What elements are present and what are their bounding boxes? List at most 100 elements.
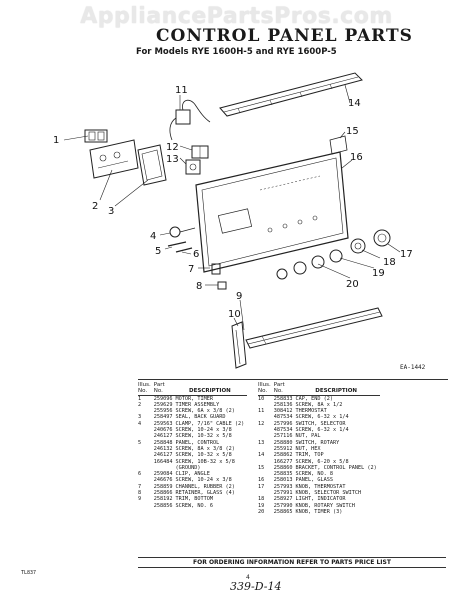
part-number-cell: 259096 — [153, 395, 173, 402]
part-number-cell: 258856 — [153, 502, 173, 509]
glass-retainer-part — [217, 281, 227, 290]
ordering-info-note: FOR ORDERING INFORMATION REFER TO PARTS … — [138, 557, 446, 568]
description-cell: CAP, END (2) — [295, 395, 334, 402]
illus-number-cell: 4 — [138, 420, 142, 427]
callout-13: 13 — [166, 154, 179, 165]
illus-number-cell: 1 — [138, 395, 142, 402]
callout-6: 6 — [193, 249, 199, 260]
illus-number-cell: 11 — [258, 408, 265, 415]
description-cell: SCREW, 8A x 3/8 (2) — [175, 445, 235, 452]
illus-number-cell: 13 — [258, 439, 265, 446]
watermark: AppliancePartsPros.com — [80, 4, 393, 29]
description-cell: SCREW, 10-32 x 5/8 — [175, 452, 232, 459]
table-top-rule — [138, 379, 448, 380]
part-number-cell: 487534 — [273, 427, 293, 434]
page-subtitle: For Models RYE 1600H-5 and RYE 1600P-5 — [136, 47, 337, 57]
part-number-cell: 258859 — [153, 483, 173, 490]
part-number-cell: 259563 — [153, 420, 173, 427]
description-cell: SCREW, 10-24 x 3/8 — [175, 427, 232, 434]
illus-number-cell: 15 — [258, 464, 265, 471]
illus-number-cell: 19 — [258, 502, 265, 509]
bottom-trim-part — [245, 307, 383, 349]
part-number-cell: 258835 — [273, 471, 293, 478]
part-number-cell: 257993 — [273, 483, 293, 490]
description-cell: SWITCH, SELECTOR — [295, 420, 346, 427]
selector-switch-part — [191, 145, 209, 159]
part-number-cell: 258927 — [273, 496, 293, 503]
description-cell: CLAMP, 7/16" CABLE (2) — [175, 420, 245, 427]
part-number-cell: 257116 — [273, 433, 293, 440]
part-number-cell: 487534 — [273, 414, 293, 421]
part-number-cell: 255956 — [153, 408, 173, 415]
callout-9: 9 — [236, 291, 242, 302]
back-guard-seal-part — [137, 144, 167, 186]
part-number-cell: 257996 — [273, 420, 293, 427]
part-number-cell: 166484 — [153, 458, 173, 465]
illus-number-cell: 9 — [138, 496, 142, 503]
callout-5: 5 — [155, 246, 161, 257]
description-cell: SCREW, NO. 8 — [295, 471, 334, 478]
part-number-cell: 258013 — [273, 477, 293, 484]
illus-number-cell: 18 — [258, 496, 265, 503]
illus-number-cell: 17 — [258, 483, 265, 490]
illus-number-cell — [138, 503, 154, 509]
description-cell: MOTOR, TIMER — [175, 395, 214, 402]
timer-assembly-part — [89, 139, 139, 179]
part-number-cell: 246127 — [153, 433, 173, 440]
callout-2: 2 — [92, 201, 98, 212]
part-number-cell: 258865 — [273, 508, 293, 515]
illus-number-cell: 7 — [138, 483, 142, 490]
part-number-cell: 308412 — [273, 408, 293, 415]
thermostat-part — [169, 99, 211, 141]
end-cap-part — [231, 321, 247, 369]
col-desc-header: DESCRIPTION — [315, 388, 357, 395]
description-cell: BRACKET, CONTROL PANEL (2) — [295, 464, 377, 471]
col-no-header: No. — [258, 388, 268, 395]
callout-19: 19 — [372, 268, 385, 279]
page-number: 4 — [246, 574, 250, 581]
illus-number-cell: 16 — [258, 477, 265, 484]
knobs-part — [276, 229, 391, 280]
callout-18: 18 — [383, 257, 396, 268]
callout-10: 10 — [228, 309, 241, 320]
description-cell: SCREW, 6-32 x 1/4 — [295, 414, 349, 421]
description-cell: NUT, HEX — [295, 445, 321, 452]
callout-12: 12 — [166, 142, 179, 153]
callout-15: 15 — [346, 126, 359, 137]
part-number-cell: 246132 — [153, 445, 173, 452]
screw-part — [167, 241, 193, 253]
part-number-cell: 255912 — [273, 445, 293, 452]
col-part-header: Part — [273, 382, 285, 388]
callout-20: 20 — [346, 279, 359, 290]
description-cell: SCREW, 8A x 1/2 — [295, 401, 343, 408]
description-cell: KNOB, TIMER (3) — [295, 508, 343, 515]
illus-number-cell: 8 — [138, 490, 142, 497]
description-cell: SCREW, 10-32 x 5/8 — [175, 433, 232, 440]
description-cell: LIGHT, INDICATOR — [295, 496, 346, 503]
page-title: CONTROL PANEL PARTS — [156, 26, 413, 46]
description-cell: CHANNEL, RUBBER (2) — [175, 483, 235, 490]
